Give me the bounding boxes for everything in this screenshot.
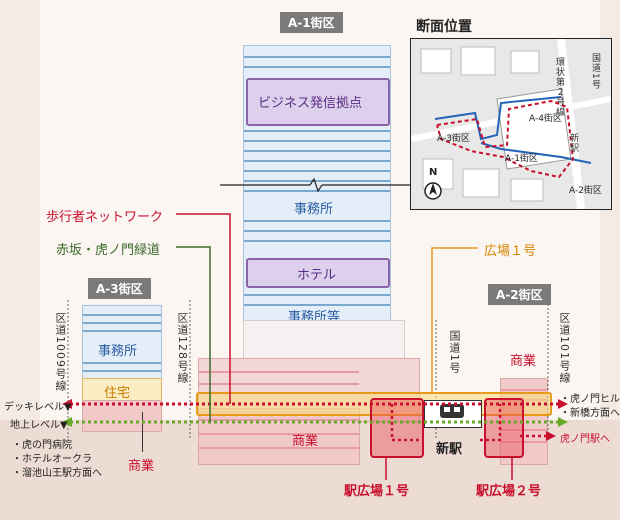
a3-commerce-pointer (142, 412, 143, 452)
inset-a2-label: A-2街区 (569, 186, 602, 196)
hotel-box (246, 258, 390, 288)
section-cut-mark (220, 177, 410, 193)
ground-level-label: 地上レベル▼ (10, 420, 68, 431)
station-plaza-2-label: 駅広場２号 (476, 484, 542, 499)
deck-level-label: デッキレベル▼ (4, 402, 72, 413)
hotel-label: ホテル (297, 268, 337, 283)
inset-a1-label: A-1街区 (505, 154, 538, 164)
inset-new-station-label: 新駅 (568, 133, 578, 153)
business-hub-box (246, 78, 390, 126)
national-road-1-label: 国道1号 (448, 330, 461, 374)
dest-right-2: ・新橋方面へ (560, 408, 620, 419)
inset-a4-label: A-4街区 (529, 114, 562, 124)
a2-commerce-label: 商業 (510, 354, 537, 369)
inset-map: A-3街区 A-4街区 A-1街区 A-2街区 新駅 国道1号 環状第２号線 N (410, 38, 612, 210)
station-plaza-1-label: 駅広場１号 (344, 484, 410, 499)
a1-tower (243, 45, 391, 342)
inset-map-svg (411, 39, 611, 209)
train-window-1 (444, 407, 450, 412)
train-window-2 (454, 407, 460, 412)
inset-title: 断面位置 (416, 19, 472, 35)
inset-loop-road-label: 環状第２号線 (554, 57, 564, 117)
a3-building (82, 305, 162, 382)
district-a2-header: A-2街区 (488, 284, 551, 305)
district-a3-header: A-3街区 (88, 278, 151, 299)
plaza-1-label: 広場１号 (484, 244, 537, 259)
a1-commerce-label: 商業 (292, 434, 319, 449)
road-1009-label: 区道1009号線 (54, 312, 67, 392)
dest-right-1: ・虎ノ門ヒルズ (560, 394, 620, 405)
inset-national-road-label: 国道1号 (590, 53, 600, 90)
district-a1-header: A-1街区 (280, 12, 343, 33)
dest-left-2: ・ホテルオークラ (12, 454, 92, 465)
akasaka-greenway-label: 赤坂・虎ノ門緑道 (56, 243, 161, 258)
a3-residential-label: 住宅 (104, 386, 131, 401)
dest-toranomon: 虎ノ門駅へ (560, 434, 610, 445)
a1-office-label: 事務所 (294, 202, 334, 217)
station-plaza-1-box (370, 398, 424, 458)
road-101-label: 区道101号線 (558, 312, 571, 384)
pedestrian-network-label: 歩行者ネットワーク (46, 210, 164, 225)
dest-left-3: ・溜池山王駅方面へ (12, 468, 102, 479)
station-plaza-2-box (484, 398, 524, 458)
a3-commerce-label: 商業 (128, 459, 155, 474)
a3-office-label: 事務所 (98, 344, 138, 359)
inset-north-label: N (429, 167, 438, 178)
inset-a3-label: A-3街区 (437, 134, 470, 144)
new-station-label: 新駅 (436, 442, 463, 457)
business-hub-label: ビジネス発信拠点 (258, 96, 363, 111)
dest-left-1: ・虎の門病院 (12, 440, 72, 451)
road-128-label: 区道128号線 (176, 312, 189, 384)
